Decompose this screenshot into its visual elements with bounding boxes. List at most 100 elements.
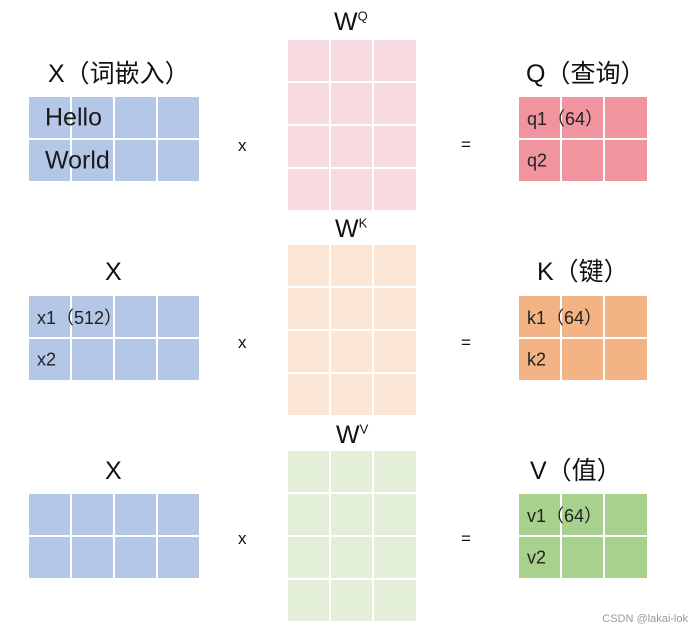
- matrix-cell: v1（64）: [519, 494, 602, 535]
- matrix-cell: [374, 537, 416, 578]
- matrix-cell: [605, 537, 647, 578]
- matrix-cell: q1（64）: [519, 97, 603, 138]
- matrix-cell: [288, 580, 329, 621]
- equals-operator: =: [461, 529, 471, 548]
- wv-superscript: V: [359, 421, 369, 437]
- matrix-cell: [158, 296, 199, 337]
- multiply-operator: x: [238, 333, 247, 352]
- matrix-cell: [115, 140, 156, 181]
- matrix-cell: [72, 97, 113, 138]
- q2-label: q2: [527, 150, 548, 170]
- matrix-cell: [72, 296, 113, 337]
- x-title-key-row: X: [105, 258, 122, 286]
- wk-matrix: [288, 245, 416, 415]
- matrix-cell: [374, 288, 416, 329]
- q-query-matrix: q1（64） q2: [519, 97, 647, 181]
- multiply-operator: x: [238, 136, 247, 155]
- matrix-cell: [72, 494, 113, 535]
- k-key-matrix: k1（64） k2: [519, 296, 647, 380]
- hello-token-label: Hello: [45, 103, 102, 131]
- wk-superscript: K: [358, 215, 368, 231]
- matrix-cell: [331, 537, 372, 578]
- matrix-cell: [158, 537, 199, 578]
- world-token-label: World: [45, 146, 110, 174]
- x-title-value-row: X: [105, 457, 122, 485]
- matrix-cell: [29, 537, 70, 578]
- matrix-cell: [605, 140, 647, 181]
- matrix-cell: World: [29, 140, 110, 181]
- v-value-title: V（值）: [530, 457, 622, 485]
- x-embedding-title: X（词嵌入）: [48, 60, 190, 88]
- matrix-cell: q2: [519, 140, 560, 181]
- matrix-cell: [331, 580, 372, 621]
- matrix-cell: [605, 494, 647, 535]
- csdn-watermark: CSDN @lakai-lok: [602, 613, 688, 625]
- matrix-cell: [374, 580, 416, 621]
- matrix-cell: [158, 494, 199, 535]
- k2-label: k2: [527, 349, 547, 369]
- matrix-cell: [331, 169, 372, 210]
- k-key-title: K（键）: [537, 258, 629, 286]
- wv-matrix: [288, 451, 416, 621]
- matrix-cell: Hello: [29, 97, 102, 138]
- matrix-cell: x2: [29, 339, 70, 380]
- matrix-cell: x1（512）: [29, 296, 122, 337]
- wk-label: W: [335, 215, 359, 243]
- matrix-cell: [562, 140, 603, 181]
- matrix-cell: [331, 40, 372, 81]
- matrix-cell: [605, 339, 647, 380]
- matrix-cell: [288, 126, 329, 167]
- matrix-cell: [288, 494, 329, 535]
- equals-operator: =: [461, 333, 471, 352]
- matrix-cell: [562, 339, 603, 380]
- wq-matrix: [288, 40, 416, 210]
- matrix-cell: [288, 83, 329, 124]
- matrix-cell: v2: [519, 537, 560, 578]
- matrix-cell: [288, 537, 329, 578]
- matrix-cell: [115, 339, 156, 380]
- matrix-cell: [562, 97, 603, 138]
- matrix-cell: [115, 97, 156, 138]
- matrix-cell: [605, 296, 647, 337]
- matrix-cell: [72, 339, 113, 380]
- x2-label: x2: [37, 349, 57, 369]
- wq-superscript: Q: [357, 8, 368, 24]
- wq-title: WQ: [334, 8, 368, 36]
- v1-label: v1（64）: [527, 505, 603, 526]
- matrix-cell: [115, 494, 156, 535]
- matrix-cell: [374, 126, 416, 167]
- matrix-cell: [288, 288, 329, 329]
- matrix-cell: [72, 140, 113, 181]
- matrix-cell: [29, 494, 70, 535]
- matrix-cell: [288, 245, 329, 286]
- matrix-cell: [562, 296, 603, 337]
- matrix-cell: [374, 331, 416, 372]
- x-matrix-value-row: [29, 494, 199, 578]
- matrix-cell: [374, 494, 416, 535]
- matrix-cell: [331, 126, 372, 167]
- wk-title: WK: [335, 215, 367, 243]
- matrix-cell: [331, 451, 372, 492]
- matrix-cell: [331, 494, 372, 535]
- matrix-cell: [72, 537, 113, 578]
- matrix-cell: k2: [519, 339, 560, 380]
- matrix-cell: [331, 331, 372, 372]
- wq-label: W: [334, 8, 358, 36]
- q1-label: q1（64）: [527, 108, 604, 129]
- matrix-cell: [288, 331, 329, 372]
- matrix-cell: [374, 451, 416, 492]
- q-query-title: Q（查询）: [526, 60, 646, 88]
- matrix-cell: [158, 97, 199, 138]
- x-matrix-key-row: x1（512） x2: [29, 296, 199, 380]
- matrix-cell: [288, 40, 329, 81]
- matrix-cell: [605, 97, 647, 138]
- matrix-cell: [374, 245, 416, 286]
- equals-operator: =: [461, 135, 471, 154]
- x-embedding-matrix: Hello World: [29, 97, 199, 181]
- matrix-cell: [158, 140, 199, 181]
- matrix-cell: [331, 245, 372, 286]
- matrix-cell: [331, 83, 372, 124]
- wv-title: WV: [336, 421, 368, 449]
- matrix-cell: [562, 537, 603, 578]
- v2-label: v2: [527, 547, 547, 567]
